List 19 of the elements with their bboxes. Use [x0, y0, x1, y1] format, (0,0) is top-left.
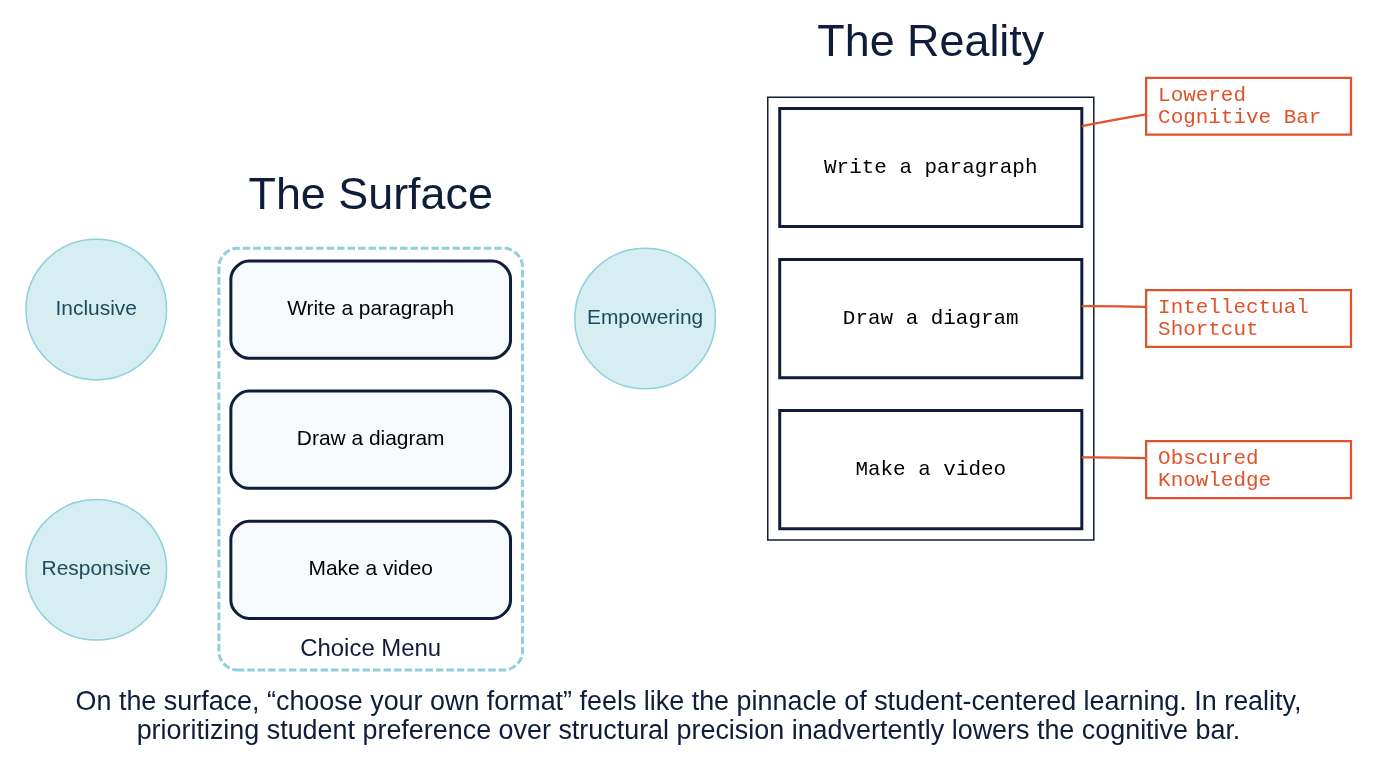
- node-box: Write a paragraph: [777, 106, 1083, 229]
- node-box: Draw a diagram: [777, 258, 1083, 380]
- node-box: Obscured Knowledge: [1144, 440, 1352, 500]
- label: The Surface: [248, 167, 493, 219]
- node-box: Make a video: [228, 519, 512, 620]
- node-circle: Empowering: [573, 247, 716, 390]
- node-circle: Responsive: [24, 498, 167, 641]
- label: The Reality: [816, 15, 1044, 67]
- caption: On the surface, “choose your own format” feels like the pinnacle of student-centered learning. In reality, prioritizing student preference over structural precision inadvertently lowers the cognitive bar.: [75, 685, 1301, 746]
- connector: [1081, 305, 1146, 309]
- node-box: Draw a diagram: [228, 389, 512, 490]
- node-circle: Inclusive: [24, 238, 167, 381]
- node-box: Make a video: [777, 409, 1083, 531]
- node-box: Lowered Cognitive Bar: [1144, 76, 1352, 136]
- cluster: [766, 96, 1095, 541]
- node-box: Intellectual Shortcut: [1144, 289, 1352, 349]
- connector: [1081, 456, 1146, 460]
- node-box: Write a paragraph: [228, 259, 512, 360]
- connector: [1081, 113, 1146, 128]
